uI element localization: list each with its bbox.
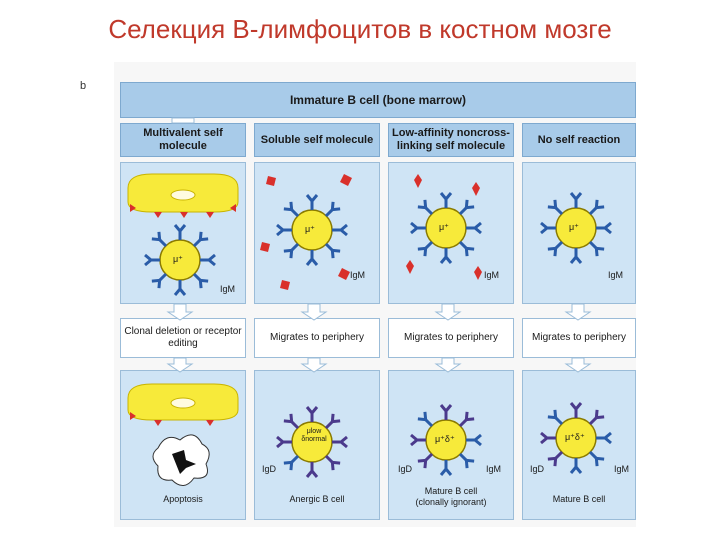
slide-title: Селекция В-лимфоцитов в костном мозге [108, 14, 612, 44]
b-cell-4-bottom [539, 401, 613, 475]
outcome-cell-label-2: μlow δnormal [301, 428, 327, 443]
b-cell-selection-figure: Immature B cell (bone marrow) Multivalen… [114, 62, 636, 527]
outcome-cell-label-3: μ⁺δ⁺ [435, 434, 455, 444]
outcome-caption-3: Mature B cell (clonally ignorant) [415, 486, 487, 507]
b-cell-2-bottom [275, 405, 349, 479]
b-cell-4-top [539, 191, 613, 265]
multivalent-membrane-bottom [127, 383, 239, 426]
low-affinity-antigens [406, 174, 482, 280]
b-cell-3-top [409, 191, 483, 265]
down-arrows [166, 303, 592, 373]
immature-b-cell-header: Immature B cell (bone marrow) [120, 82, 636, 118]
outcome-caption-4: Mature B cell [552, 494, 606, 504]
column-heading-4: No self reaction [522, 123, 636, 157]
b-cell-2-top [275, 193, 349, 267]
igm-label-4: IgM [608, 270, 624, 280]
igm-label-3: IgM [484, 270, 500, 280]
igm-label-2: IgM [350, 270, 366, 280]
apoptotic-cell [152, 434, 210, 486]
soluble-antigens [260, 174, 352, 290]
corner-mark: b [80, 80, 87, 92]
column-heading-3: Low-affinity noncross- linking self mole… [388, 123, 514, 157]
arrows-header [171, 117, 195, 124]
outcome-caption-2: Anergic B cell [289, 494, 345, 504]
multivalent-membrane [127, 173, 239, 218]
cell-label-2: μ⁺ [305, 224, 315, 234]
cell-label-1: μ⁺ [173, 254, 183, 264]
igd-label-2: IgD [262, 464, 277, 474]
outcome-caption-1: Apoptosis [163, 494, 203, 504]
column-heading-2: Soluble self molecule [254, 123, 380, 157]
b-cell-3-bottom [409, 403, 483, 477]
outcome-cell-label-4: μ⁺δ⁺ [565, 432, 585, 442]
igm-label-1: IgM [220, 284, 236, 294]
b-cell-1-top [143, 223, 217, 297]
cell-label-4: μ⁺ [569, 222, 579, 232]
igm-bottom-label-3: IgM [486, 464, 502, 474]
cell-label-3: μ⁺ [439, 222, 449, 232]
igd-label-4: IgD [530, 464, 545, 474]
diagram-art [127, 117, 613, 486]
column-heading-1: Multivalent self molecule [120, 123, 246, 157]
fate-box-1: Clonal deletion or receptor editing [120, 318, 246, 358]
igm-bottom-label-4: IgM [614, 464, 630, 474]
igd-label-3: IgD [398, 464, 413, 474]
